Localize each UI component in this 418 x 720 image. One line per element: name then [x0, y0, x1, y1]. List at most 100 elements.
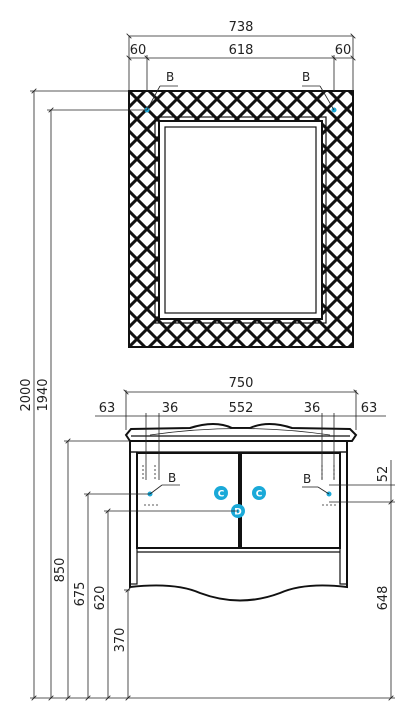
cabinet-dim-gap-right: 36	[304, 401, 321, 416]
cabinet-label-b-left: B	[168, 471, 176, 485]
lattice-bar	[129, 91, 287, 347]
cabinet-dim-gap-left: 36	[162, 401, 179, 416]
lattice-bar	[307, 91, 353, 347]
lattice-bar	[0, 91, 5, 347]
handle-c-left-label: C	[218, 490, 225, 500]
mirror-outer-frame	[128, 90, 354, 348]
lattice-bar	[207, 91, 353, 347]
lattice-bar	[227, 91, 353, 347]
mirror-label-b-right: B	[302, 70, 310, 84]
cabinet-dim-inner-width: 552	[229, 401, 254, 416]
dim-h-1940: 1940	[36, 378, 51, 411]
lattice-bar	[409, 91, 418, 347]
mirror-dim-inner-width: 618	[229, 43, 254, 58]
lattice-bar	[287, 91, 353, 347]
handle-c-right-label: C	[256, 490, 263, 500]
cabinet-dimensions: 750 63 36 552 36 63	[95, 376, 386, 480]
lattice-bar	[129, 91, 327, 347]
lattice-bar	[129, 91, 167, 347]
mirror-dim-total-width: 738	[229, 20, 254, 35]
mirror-glass-outer	[158, 120, 323, 320]
dim-h-2000: 2000	[19, 378, 34, 411]
basin-top	[124, 423, 358, 442]
mirror-dim-side-right: 60	[335, 43, 352, 58]
lattice-bar	[0, 91, 25, 347]
mirror-label-b-left: B	[166, 70, 174, 84]
cabinet-dim-side-right: 63	[361, 401, 378, 416]
lattice-bar	[129, 91, 147, 347]
lattice-bar	[129, 91, 167, 347]
mirror-right-leader	[319, 85, 335, 111]
lattice-bar	[307, 91, 353, 347]
lattice-bar	[327, 91, 353, 347]
lattice-bar	[129, 91, 147, 347]
lattice-bar	[129, 91, 187, 347]
lattice-bar	[147, 91, 353, 347]
lattice-bar	[389, 91, 418, 347]
lattice-bar	[187, 91, 353, 347]
lattice-bar	[147, 91, 353, 347]
lattice-bar	[0, 91, 45, 347]
lattice-bar	[0, 91, 45, 347]
lattice-bar	[267, 91, 353, 347]
dim-h-620: 620	[93, 586, 108, 611]
lattice-bar	[0, 91, 125, 347]
cabinet: B B C C D	[124, 423, 358, 602]
lattice-bar	[287, 91, 353, 347]
lattice-bar	[129, 91, 247, 347]
cabinet-door-left	[136, 452, 240, 549]
lattice-bar	[0, 91, 5, 347]
mirror-left-leader	[146, 85, 161, 111]
lattice-bar	[129, 91, 307, 347]
lattice-bar	[0, 91, 105, 347]
lattice-bar	[0, 91, 25, 347]
lattice-bar	[327, 91, 353, 347]
cabinet-dim-total-width: 750	[229, 376, 254, 391]
handle-c-right	[252, 486, 266, 500]
cabinet-dim-side-left: 63	[99, 401, 116, 416]
lattice-bar	[369, 91, 418, 347]
lattice-bar	[409, 91, 418, 347]
lattice-bar	[129, 91, 187, 347]
lattice-bar	[129, 91, 267, 347]
lattice-bar	[227, 91, 353, 347]
dim-h-850: 850	[53, 558, 68, 583]
mirror-dimensions: 738 60 618 60	[129, 20, 353, 91]
lattice-bar	[0, 91, 65, 347]
basin-bowl-line	[149, 428, 331, 436]
mirror-frame-inner-edge	[154, 116, 327, 324]
mirror-glass	[164, 126, 317, 314]
lattice-bar	[0, 91, 125, 347]
lattice-bar	[207, 91, 353, 347]
lattice-bar	[129, 91, 307, 347]
dim-h-675: 675	[73, 582, 88, 607]
mirror-lattice	[0, 91, 418, 347]
lattice-bar	[0, 91, 85, 347]
lattice-bar	[129, 91, 247, 347]
lattice-bar	[187, 91, 353, 347]
lattice-bar	[129, 91, 347, 347]
lattice-bar	[129, 91, 207, 347]
dim-h-52: 52	[376, 466, 391, 483]
lattice-bar	[347, 91, 353, 347]
lattice-bar	[129, 91, 347, 347]
cabinet-right-stile	[339, 451, 348, 585]
cabinet-left-stile	[129, 451, 138, 585]
handle-c-left	[214, 486, 228, 500]
vertical-dimensions: 2000 1940 850 675 620 370 648 52	[19, 91, 395, 698]
lattice-bar	[347, 91, 353, 347]
lattice-bar	[0, 91, 85, 347]
lattice-bar	[267, 91, 353, 347]
lattice-bar	[247, 91, 353, 347]
mirror-dim-side-left: 60	[130, 43, 147, 58]
lattice-bar	[0, 91, 65, 347]
lattice-bar	[0, 91, 105, 347]
lattice-bar	[247, 91, 353, 347]
lattice-bar	[129, 91, 207, 347]
cabinet-label-b-right: B	[303, 472, 311, 486]
dim-h-648: 648	[376, 586, 391, 611]
lattice-bar	[389, 91, 418, 347]
cabinet-body	[129, 441, 348, 602]
lattice-bar	[129, 91, 327, 347]
